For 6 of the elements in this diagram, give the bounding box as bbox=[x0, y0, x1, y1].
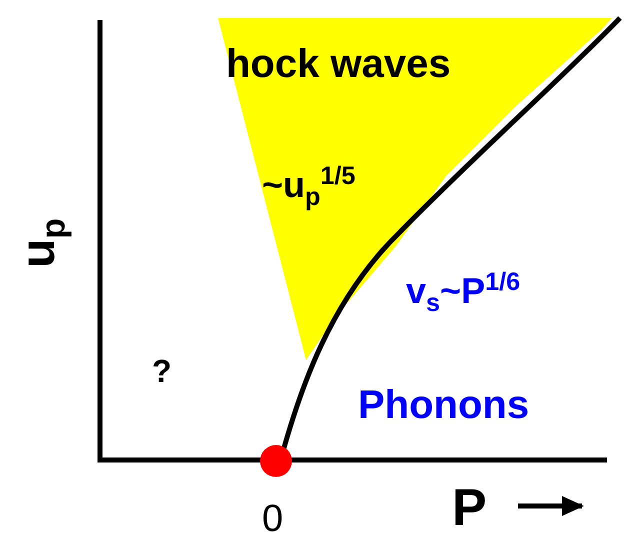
region-label: Phonons bbox=[358, 385, 530, 425]
tick-label: 0 bbox=[262, 500, 284, 538]
formula-label: v$_{s}$~P$^{1/6}$ bbox=[406, 270, 520, 316]
question-mark: ? bbox=[152, 355, 172, 387]
region-title: hock waves bbox=[226, 44, 451, 84]
axis-title: P bbox=[452, 482, 487, 534]
